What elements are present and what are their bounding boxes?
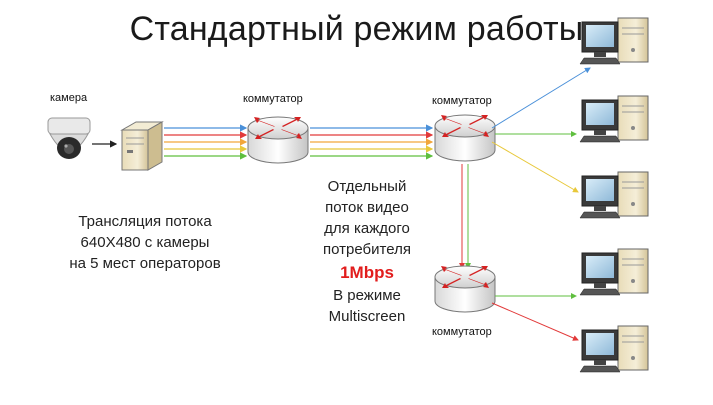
desc-line: Multiscreen — [328, 308, 406, 325]
mode-description: Отдельный поток видео для каждого потреб… — [287, 176, 447, 327]
switch1-label: коммутатор — [243, 93, 303, 105]
switch2-label: коммутатор — [432, 95, 492, 107]
streams-switch3-out — [491, 293, 579, 341]
desc-line: потребителя — [323, 241, 411, 258]
computer-icon — [579, 95, 649, 143]
switch3-label: коммутатор — [432, 326, 492, 338]
router-icon — [247, 116, 309, 164]
desc-line: Отдельный — [327, 178, 407, 195]
streams-switch2-out — [459, 67, 591, 269]
desc-line: Трансляция потока — [78, 213, 212, 230]
server-icon — [120, 121, 164, 171]
computer-icon — [579, 248, 649, 296]
computer-icon — [579, 325, 649, 373]
stream-description: Трансляция потока 640X480 с камеры на 5 … — [40, 211, 250, 274]
streams-switch1-to-switch2 — [310, 124, 434, 160]
desc-line: В режиме — [333, 287, 401, 304]
camera-label: камера — [50, 92, 88, 104]
desc-line: 640X480 с камеры — [80, 234, 210, 251]
desc-line: для каждого — [324, 220, 410, 237]
computer-icon — [579, 171, 649, 219]
page-title: Стандартный режим работы — [129, 10, 584, 48]
streams-server-to-switch1 — [164, 124, 248, 160]
router-icon — [434, 114, 496, 162]
desc-line: на 5 мест операторов — [69, 255, 221, 272]
bitrate-value: 1Mbps — [340, 263, 394, 282]
camera-icon — [47, 117, 91, 159]
desc-line: поток видео — [325, 199, 409, 216]
